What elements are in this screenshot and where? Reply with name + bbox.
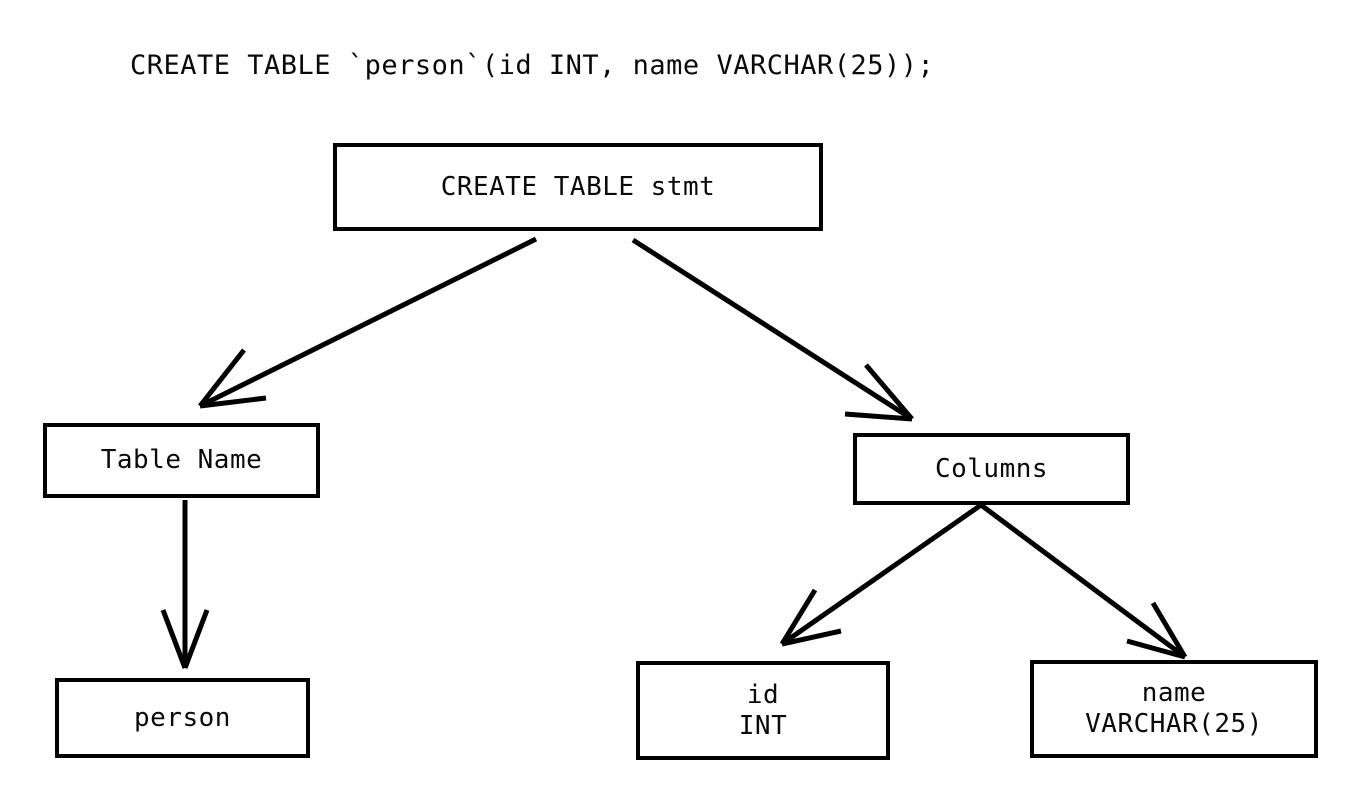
node-person[interactable]: person [55,678,310,758]
node-column-id[interactable]: id INT [636,661,890,760]
node-label-line1: id [746,679,780,710]
edge-table-name-to-person [160,500,210,669]
node-label-line1: Columns [934,453,1049,484]
node-label-line1: name [1141,678,1207,709]
edge-columns-to-col-name [979,502,1188,660]
node-table-name[interactable]: Table Name [43,423,320,498]
sql-statement-caption: CREATE TABLE `person`(id INT, name VARCH… [130,50,935,81]
node-label-line1: person [134,702,231,733]
node-label-line1: CREATE TABLE stmt [440,171,716,202]
node-create-table-stmt[interactable]: CREATE TABLE stmt [333,143,823,231]
node-label-line1: Table Name [100,445,263,476]
edge-root-to-table-name [198,236,538,409]
node-label-line2: INT [738,710,788,741]
edge-columns-to-col-id [779,502,983,647]
node-label-line2: VARCHAR(25) [1085,709,1263,739]
node-columns[interactable]: Columns [853,433,1130,505]
node-column-name[interactable]: name VARCHAR(25) [1030,660,1318,758]
edge-root-to-columns [631,237,914,422]
